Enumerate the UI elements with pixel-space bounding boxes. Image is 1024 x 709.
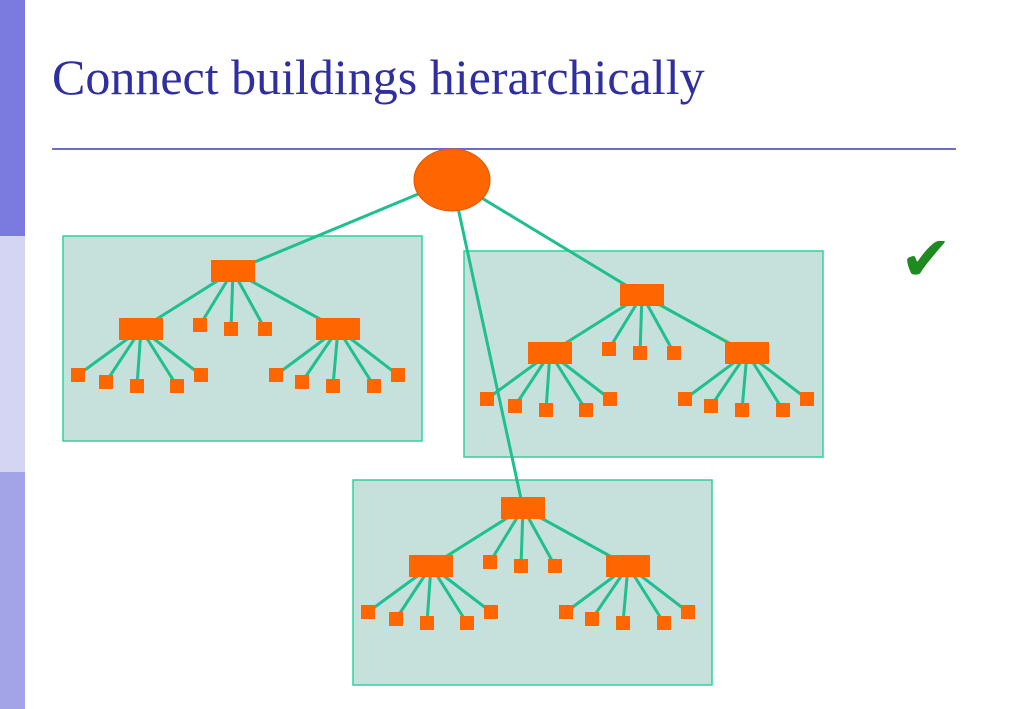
leaf-node (667, 346, 681, 360)
leaf-node (391, 368, 405, 382)
leaf-node (480, 392, 494, 406)
leaf-node (548, 559, 562, 573)
network-link (450, 179, 525, 509)
leaf-node (193, 318, 207, 332)
switch-node (409, 555, 453, 577)
leaf-node (224, 322, 238, 336)
leaf-node (99, 375, 113, 389)
leaf-node (776, 403, 790, 417)
sidebar-accent (0, 0, 25, 709)
leaf-node (71, 368, 85, 382)
switch-node (316, 318, 360, 340)
sidebar-band-bottom (0, 472, 25, 709)
leaf-node (361, 605, 375, 619)
network-link (451, 178, 643, 297)
switch-node (501, 497, 545, 519)
leaf-node (800, 392, 814, 406)
leaf-node (420, 616, 434, 630)
leaf-node (269, 368, 283, 382)
leaf-node (258, 322, 272, 336)
leaf-node (678, 392, 692, 406)
leaf-node (603, 392, 617, 406)
title-underline (52, 148, 956, 150)
leaf-node (483, 555, 497, 569)
switch-node (725, 342, 769, 364)
sidebar-band-top (0, 0, 25, 236)
leaf-node (295, 375, 309, 389)
leaf-node (704, 399, 718, 413)
leaf-node (326, 379, 340, 393)
leaf-node (681, 605, 695, 619)
leaf-node (579, 403, 593, 417)
leaf-node (130, 379, 144, 393)
leaf-node (633, 346, 647, 360)
switch-node (119, 318, 163, 340)
leaf-node (484, 605, 498, 619)
leaf-node (539, 403, 553, 417)
switch-node (211, 260, 255, 282)
leaf-node (657, 616, 671, 630)
leaf-node (514, 559, 528, 573)
switch-node (606, 555, 650, 577)
leaf-node (559, 605, 573, 619)
leaf-node (389, 612, 403, 626)
slide-title: Connect buildings hierarchically (52, 49, 705, 105)
leaf-node (460, 616, 474, 630)
leaf-node (616, 616, 630, 630)
leaf-node (170, 379, 184, 393)
leaf-node (735, 403, 749, 417)
switch-node (528, 342, 572, 364)
leaf-node (508, 399, 522, 413)
leaf-node (367, 379, 381, 393)
building-box (352, 479, 713, 686)
network-link (232, 178, 453, 273)
leaf-node (585, 612, 599, 626)
check-mark-icon: ✔ (900, 222, 952, 295)
sidebar-band-middle (0, 236, 25, 472)
leaf-node (602, 342, 616, 356)
switch-node (620, 284, 664, 306)
root-router-node (413, 148, 491, 212)
leaf-node (194, 368, 208, 382)
